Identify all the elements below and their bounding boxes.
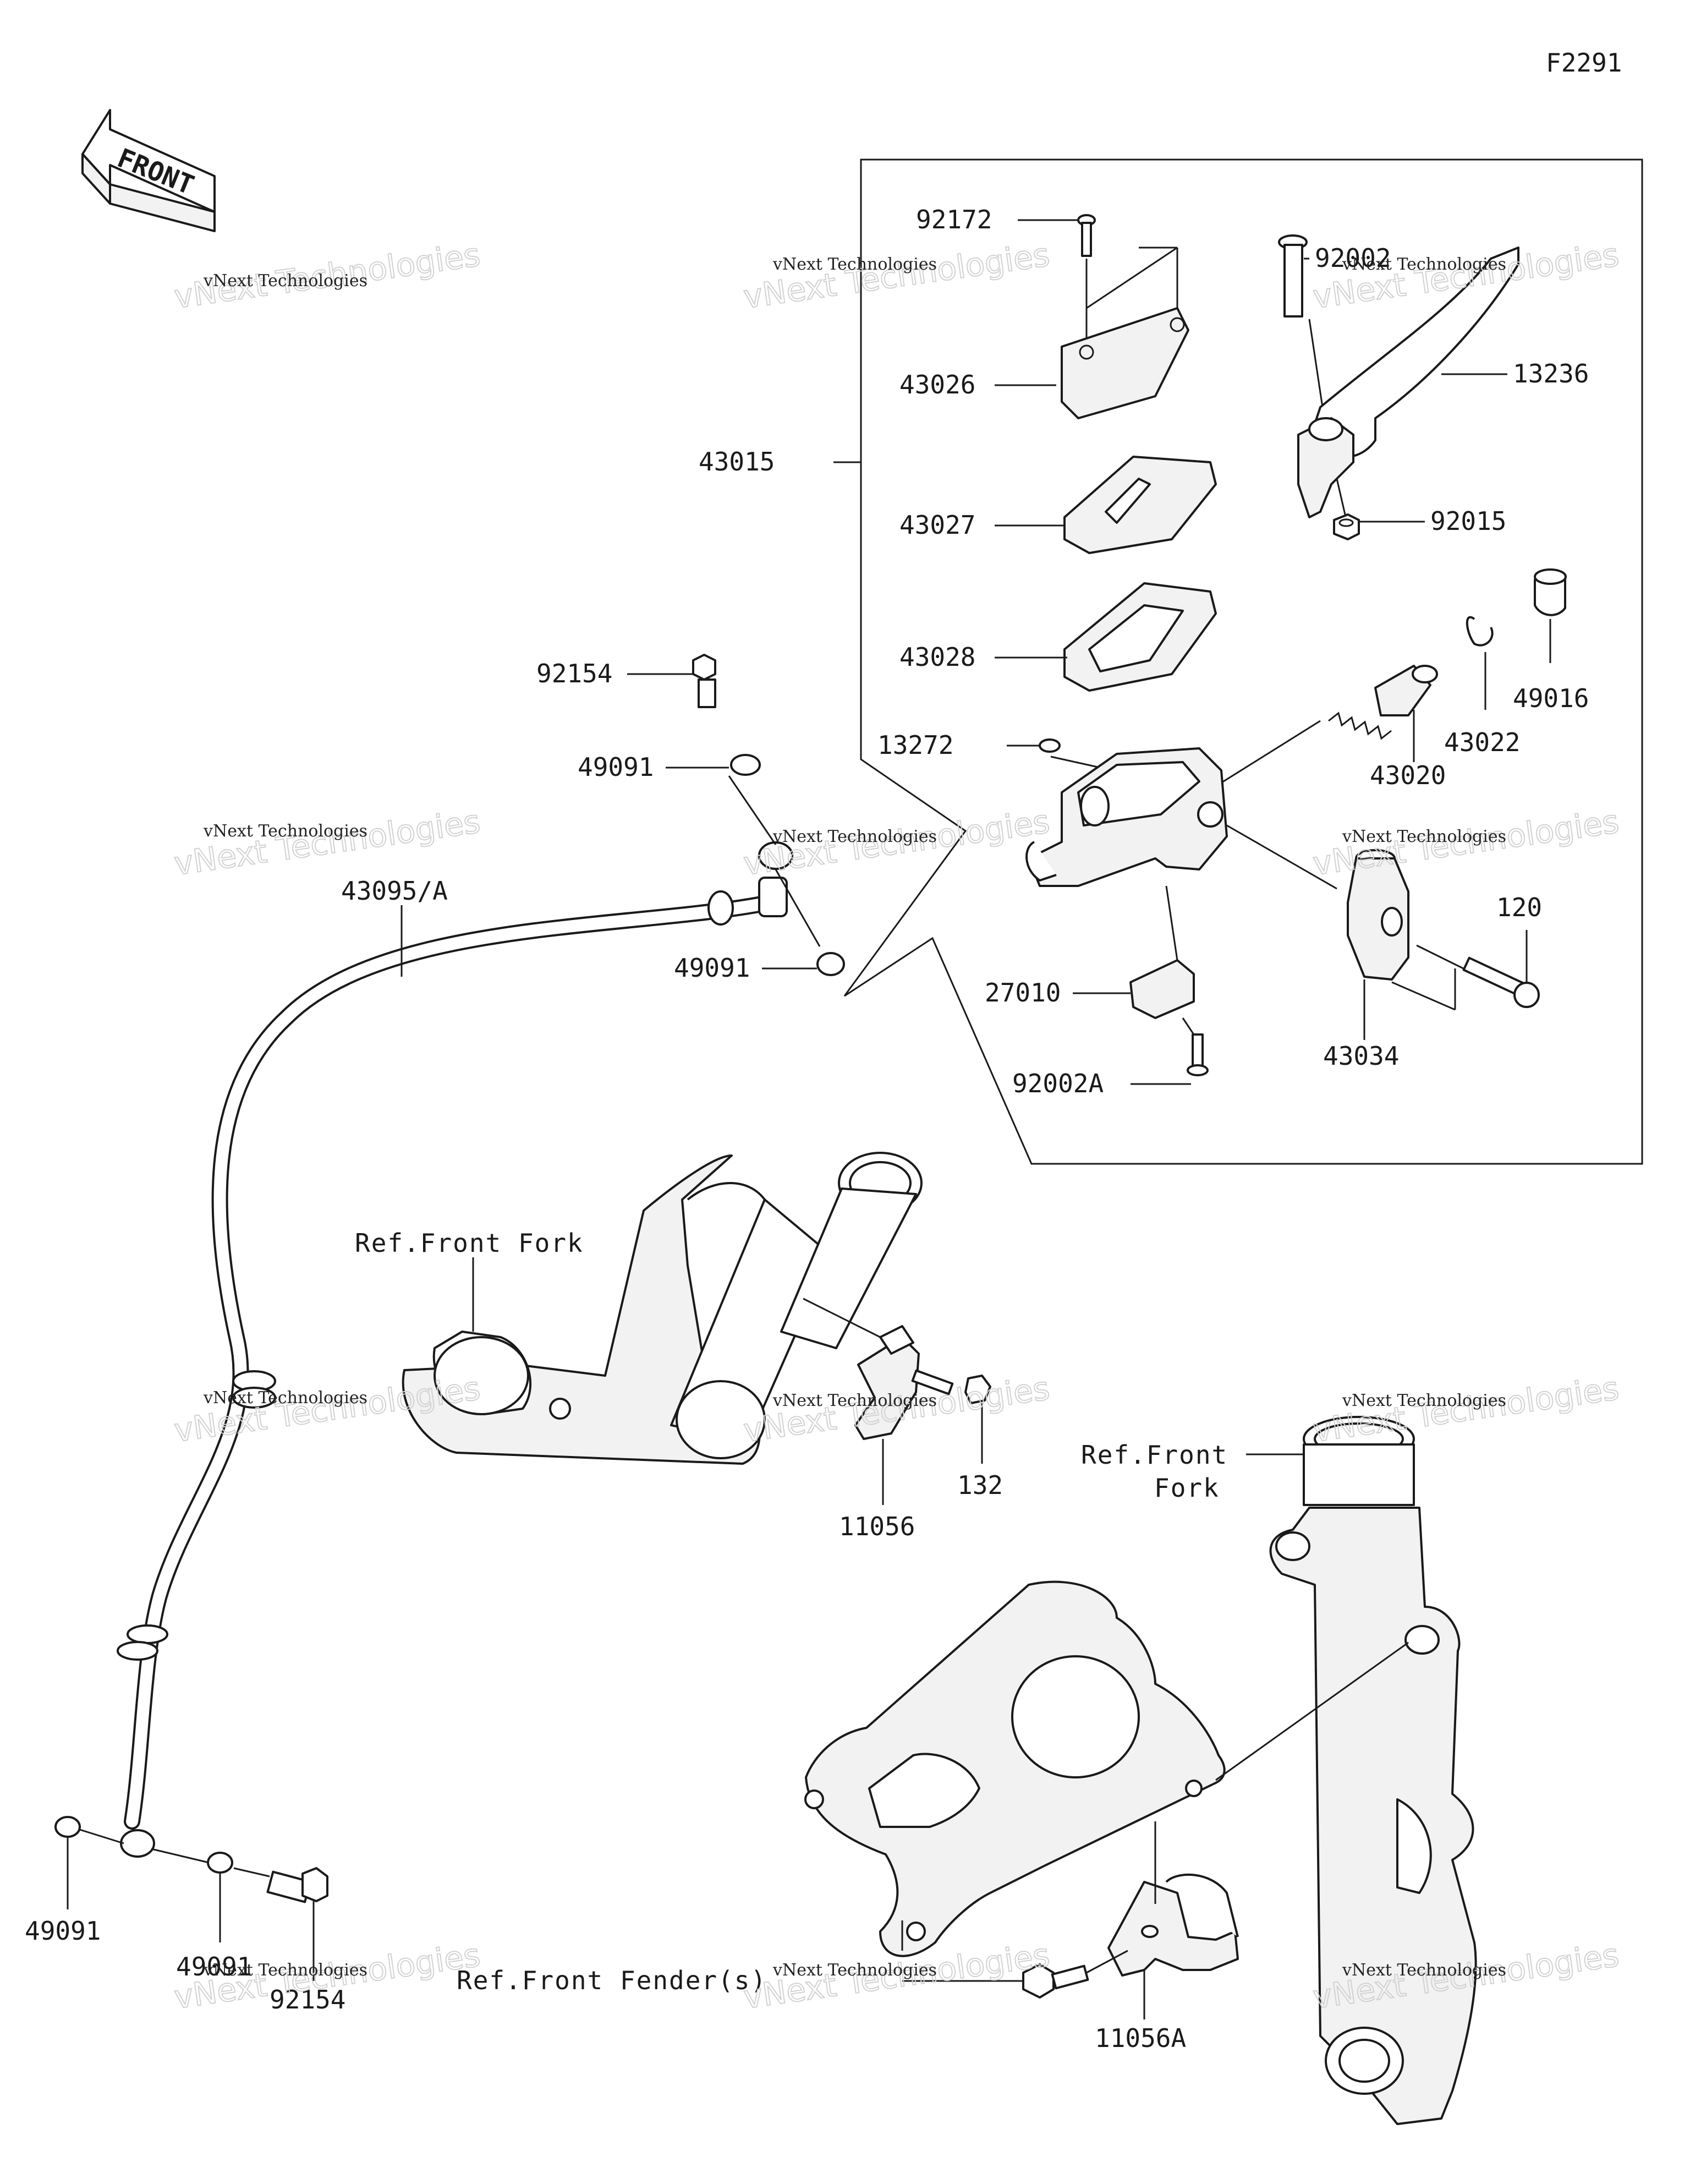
ref-front-fork-upper: Ref.Front Fork bbox=[355, 1228, 584, 1258]
part-label-13272: 13272 bbox=[877, 730, 953, 760]
part-label-92154-lower: 92154 bbox=[270, 1985, 345, 2015]
hose-clamp-11056a bbox=[1107, 1873, 1239, 1977]
svg-text:vNext Technologies: vNext Technologies bbox=[741, 236, 1051, 316]
ref-front-fork-lower-line2: Fork bbox=[1154, 1473, 1220, 1503]
screw-92002a bbox=[1187, 1033, 1209, 1076]
svg-text:vNext Technologies: vNext Technologies bbox=[772, 1961, 937, 1980]
circlip-43022 bbox=[1466, 616, 1494, 647]
pivot-bolt-92002 bbox=[1278, 234, 1308, 318]
svg-text:vNext Technologies: vNext Technologies bbox=[203, 271, 367, 291]
front-fork-leg bbox=[1269, 1416, 1477, 2125]
figure-code: F2291 bbox=[1546, 48, 1622, 78]
front-fender bbox=[804, 1580, 1226, 1957]
svg-text:vNext Technologies: vNext Technologies bbox=[172, 803, 482, 883]
brake-lever-13236 bbox=[1297, 247, 1519, 518]
watermark-6: vNext Technologies vNext Technologies bbox=[1310, 802, 1621, 883]
part-label-13236: 13236 bbox=[1513, 359, 1589, 388]
part-label-43022: 43022 bbox=[1444, 727, 1520, 757]
part-label-49091-middle: 49091 bbox=[674, 953, 750, 983]
part-label-43015: 43015 bbox=[699, 447, 775, 477]
svg-text:vNext Technologies: vNext Technologies bbox=[772, 1391, 937, 1410]
part-label-92172: 92172 bbox=[916, 205, 992, 234]
watermark-4: vNext Technologies vNext Technologies bbox=[171, 802, 482, 883]
steering-stem-bracket bbox=[402, 1152, 923, 1465]
banjo-bolt-92154-upper bbox=[692, 654, 716, 708]
washer-49091-lower-right bbox=[207, 1852, 233, 1874]
part-label-49091-lower-right: 49091 bbox=[176, 1952, 252, 1982]
svg-text:vNext Technologies: vNext Technologies bbox=[1342, 255, 1506, 274]
brake-hose-43095 bbox=[117, 841, 793, 1858]
svg-text:vNext Technologies: vNext Technologies bbox=[203, 1961, 367, 1980]
part-label-92002a: 92002A bbox=[1012, 1069, 1104, 1098]
part-label-43026: 43026 bbox=[899, 370, 975, 399]
bolt-120 bbox=[1462, 956, 1540, 1008]
dust-boot-49016 bbox=[1534, 568, 1567, 616]
front-direction-arrow-icon: FRONT bbox=[81, 109, 216, 232]
svg-text:vNext Technologies: vNext Technologies bbox=[203, 822, 367, 841]
part-label-43095: 43095/A bbox=[341, 876, 448, 906]
switch-27010 bbox=[1129, 959, 1195, 1019]
washer-49091-middle bbox=[816, 952, 845, 976]
part-label-92002: 92002 bbox=[1315, 243, 1391, 273]
part-label-132: 132 bbox=[957, 1470, 1003, 1500]
clamp-43034 bbox=[1347, 849, 1409, 981]
svg-text:vNext Technologies: vNext Technologies bbox=[772, 255, 937, 274]
part-label-43027: 43027 bbox=[899, 510, 975, 540]
svg-text:vNext Technologies: vNext Technologies bbox=[1342, 827, 1506, 846]
banjo-bolt-92154-lower bbox=[266, 1867, 328, 1903]
watermark-1: vNext Technologies vNext Technologies bbox=[171, 236, 482, 316]
nut-92015 bbox=[1333, 513, 1360, 540]
piston-kit-43020 bbox=[1328, 665, 1438, 740]
diaphragm-43028 bbox=[1063, 582, 1217, 692]
ref-front-fork-lower-line1: Ref.Front bbox=[1081, 1440, 1228, 1470]
part-label-27010: 27010 bbox=[985, 978, 1061, 1008]
svg-text:vNext Technologies: vNext Technologies bbox=[203, 1388, 367, 1408]
screw-92172 bbox=[1077, 214, 1096, 257]
watermark-2: vNext Technologies vNext Technologies bbox=[740, 236, 1052, 316]
washer-49091-upper bbox=[730, 754, 761, 776]
part-label-11056: 11056 bbox=[839, 1512, 915, 1541]
reservoir-cap-43026 bbox=[1061, 307, 1189, 419]
bolt-132 bbox=[911, 1369, 991, 1404]
watermark-9: vNext Technologies vNext Technologies bbox=[1310, 1369, 1621, 1450]
part-label-92015: 92015 bbox=[1430, 506, 1506, 536]
watermark-5: vNext Technologies vNext Technologies bbox=[740, 802, 1052, 883]
bleeder-13272 bbox=[1039, 738, 1061, 753]
part-label-43034: 43034 bbox=[1323, 1041, 1399, 1071]
ref-front-fender: Ref.Front Fender(s) bbox=[457, 1966, 767, 1995]
svg-text:vNext Technologies: vNext Technologies bbox=[772, 827, 937, 846]
assembly-box bbox=[843, 158, 1643, 1165]
bolt-fender-clamp bbox=[1022, 1963, 1089, 1999]
svg-text:vNext Technologies: vNext Technologies bbox=[1342, 1961, 1506, 1980]
part-label-43028: 43028 bbox=[899, 642, 975, 672]
part-label-11056a: 11056A bbox=[1095, 2023, 1186, 2053]
part-label-92154-upper: 92154 bbox=[536, 659, 612, 688]
diaphragm-plate-43027 bbox=[1063, 456, 1217, 554]
part-label-49091-lower-left: 49091 bbox=[25, 1916, 101, 1946]
part-label-49016: 49016 bbox=[1513, 683, 1589, 713]
svg-text:vNext Technologies: vNext Technologies bbox=[1342, 1391, 1506, 1410]
washer-49091-lower-left bbox=[54, 1816, 81, 1838]
part-label-43020: 43020 bbox=[1370, 760, 1446, 790]
hose-clamp-11056 bbox=[854, 1325, 920, 1440]
part-label-49091-upper: 49091 bbox=[578, 752, 654, 782]
part-label-120: 120 bbox=[1496, 893, 1542, 922]
master-cylinder-body bbox=[1025, 747, 1228, 887]
